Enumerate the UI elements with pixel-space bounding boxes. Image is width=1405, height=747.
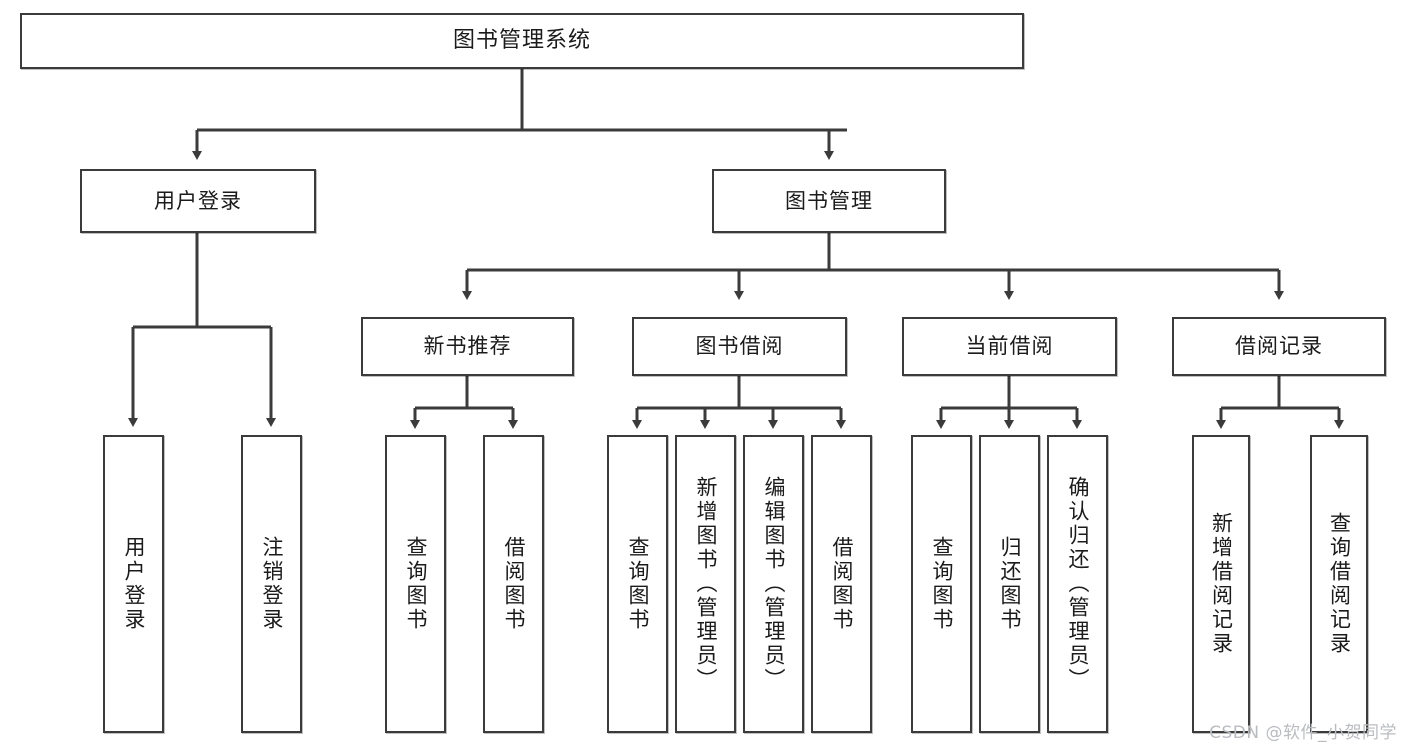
leaf-query-book-recommend[interactable]: 查询图书 [385, 435, 446, 733]
leaf-confirm-return-admin[interactable]: 确认归还（管理员） [1047, 435, 1108, 733]
node-user-login[interactable]: 用户登录 [80, 169, 316, 233]
node-label: 新增图书（管理员） [694, 476, 719, 692]
leaf-add-book-admin[interactable]: 新增图书（管理员） [675, 435, 736, 733]
node-new-book-recommend[interactable]: 新书推荐 [361, 317, 574, 376]
node-label: 查询图书 [626, 536, 651, 632]
leaf-borrow-book-recommend[interactable]: 借阅图书 [483, 435, 544, 733]
node-label: 借阅图书 [830, 536, 855, 632]
leaf-logout-login[interactable]: 注销登录 [241, 435, 302, 733]
node-label: 图书管理系统 [452, 28, 591, 54]
node-label: 查询借阅记录 [1327, 512, 1352, 656]
csdn-watermark: CSDN @软件_小贺同学 [1209, 723, 1397, 743]
leaf-user-login[interactable]: 用户登录 [103, 435, 164, 733]
node-book-borrow[interactable]: 图书借阅 [632, 317, 847, 376]
node-label: 借阅记录 [1235, 334, 1323, 359]
node-label: 确认归还（管理员） [1066, 476, 1091, 692]
node-root-book-management-system[interactable]: 图书管理系统 [20, 13, 1024, 69]
node-label: 新增借阅记录 [1209, 512, 1234, 656]
node-book-management[interactable]: 图书管理 [712, 169, 946, 233]
leaf-return-book[interactable]: 归还图书 [979, 435, 1040, 733]
leaf-borrow-book[interactable]: 借阅图书 [811, 435, 872, 733]
node-label: 图书管理 [785, 188, 873, 213]
node-label: 编辑图书（管理员） [762, 476, 787, 692]
node-label: 归还图书 [998, 536, 1023, 632]
leaf-query-borrow-record[interactable]: 查询借阅记录 [1310, 435, 1368, 733]
leaf-query-book-current[interactable]: 查询图书 [911, 435, 972, 733]
leaf-add-borrow-record[interactable]: 新增借阅记录 [1192, 435, 1250, 733]
leaf-edit-book-admin[interactable]: 编辑图书（管理员） [743, 435, 804, 733]
node-label: 注销登录 [260, 536, 285, 632]
node-label: 用户登录 [122, 536, 147, 632]
node-label: 查询图书 [930, 536, 955, 632]
node-label: 新书推荐 [423, 334, 512, 359]
node-borrow-record[interactable]: 借阅记录 [1172, 317, 1386, 376]
node-label: 当前借阅 [965, 334, 1054, 359]
leaf-query-book-borrow[interactable]: 查询图书 [607, 435, 668, 733]
node-label: 借阅图书 [502, 536, 527, 632]
node-label: 图书借阅 [695, 334, 784, 359]
node-current-borrow[interactable]: 当前借阅 [902, 317, 1117, 376]
node-label: 用户登录 [154, 188, 242, 213]
node-label: 查询图书 [404, 536, 429, 632]
